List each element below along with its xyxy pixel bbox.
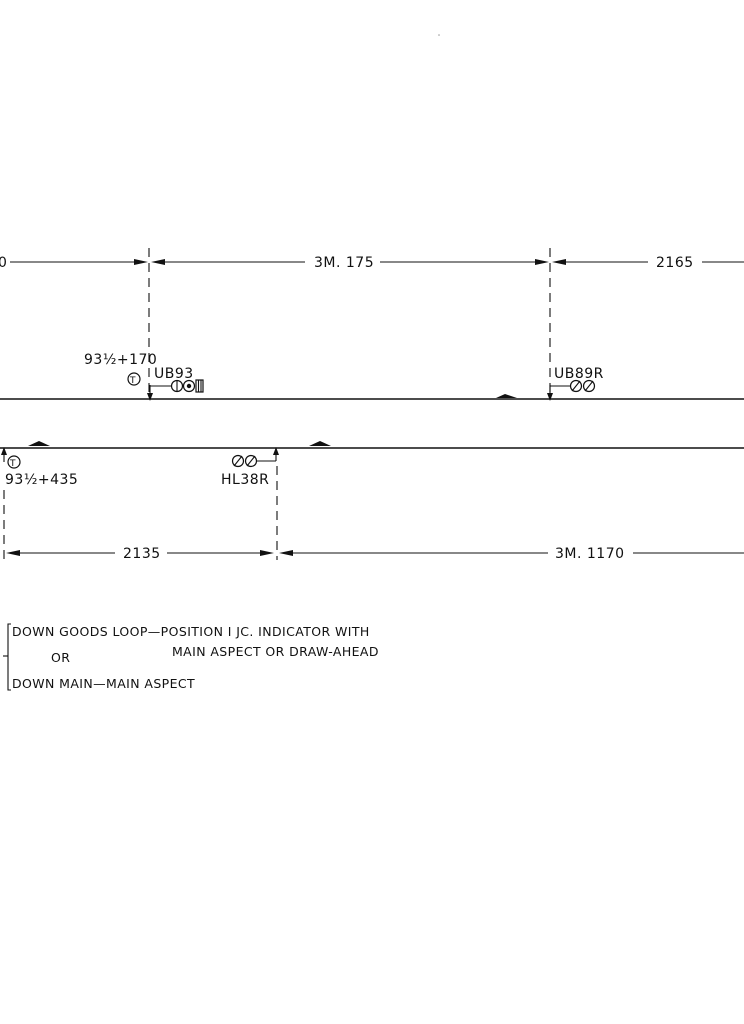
telephone-up: 93½+170 T (84, 352, 157, 386)
telephone-down-letter: T (9, 459, 16, 469)
note-bracket (7, 623, 11, 691)
signal-ub89r-label: UB89R (554, 366, 604, 382)
signal-hl38r-label: HL38R (221, 472, 269, 488)
note-line-3: OR (51, 650, 70, 665)
bottom-dimension-line: 2135 3M. 1170 (6, 546, 744, 562)
junction-indicator-icon (195, 379, 204, 393)
telephone-up-letter: T (129, 376, 136, 386)
note-line-1: DOWN GOODS LOOP—POSITION I JC. INDICATOR… (12, 624, 370, 639)
dim-top-left: 0 (0, 255, 7, 271)
telephone-icon (127, 372, 141, 386)
telephone-down-location: 93½+435 (5, 472, 78, 488)
signal-ub93: UB93 (147, 366, 204, 401)
note-line-4: DOWN MAIN—MAIN ASPECT (12, 676, 195, 691)
telephone-icon (7, 455, 21, 469)
dim-top-right: 2165 (656, 255, 694, 271)
dim-bottom-right: 3M. 1170 (555, 546, 625, 562)
paper-speck (438, 34, 440, 36)
top-dimension-line: 0 3M. 175 2165 (0, 255, 744, 271)
dim-bottom-left: 2135 (123, 546, 161, 562)
telephone-up-location: 93½+170 (84, 352, 157, 368)
route-note: DOWN GOODS LOOP—POSITION I JC. INDICATOR… (3, 623, 379, 691)
signal-ub93-label: UB93 (154, 366, 194, 382)
aws-ramp-icon (28, 441, 50, 446)
note-line-2: MAIN ASPECT OR DRAW-AHEAD (172, 644, 379, 659)
signal-ub89r: UB89R (547, 366, 604, 401)
telephone-down: T 93½+435 (1, 447, 78, 488)
aws-ramp-icon (309, 441, 331, 446)
dim-top-middle: 3M. 175 (314, 255, 374, 271)
aws-ramp-icon (496, 394, 517, 398)
signal-hl38r: HL38R (221, 447, 279, 488)
